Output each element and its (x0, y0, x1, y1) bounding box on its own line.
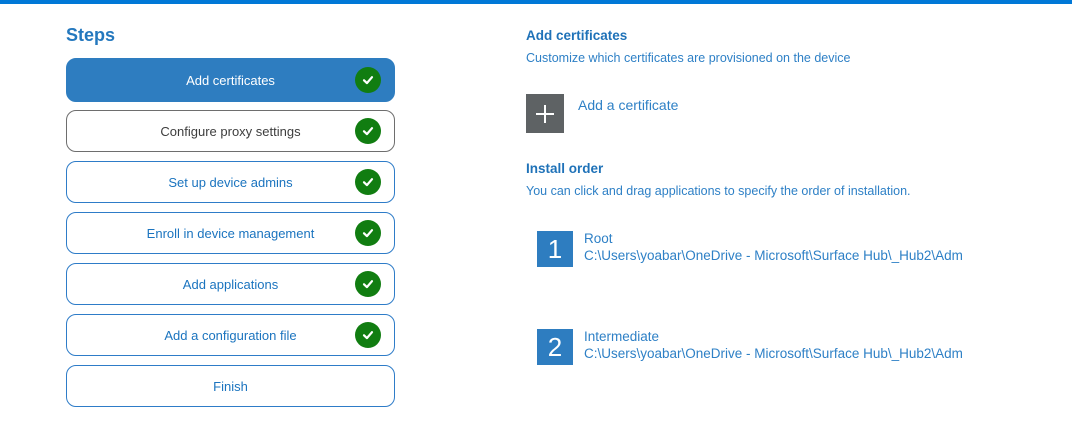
check-icon (355, 169, 381, 195)
step-label: Finish (213, 378, 248, 394)
install-order-heading: Install order (526, 161, 604, 176)
certificate-item-root[interactable]: 1 Root C:\Users\yoabar\OneDrive - Micros… (537, 231, 963, 267)
plus-icon (526, 94, 564, 133)
check-icon (355, 220, 381, 246)
step-button-add-a-configuration-file[interactable]: Add a configuration file (66, 314, 395, 356)
check-icon (355, 118, 381, 144)
certificate-path: C:\Users\yoabar\OneDrive - Microsoft\Sur… (584, 248, 963, 263)
step-button-set-up-device-admins[interactable]: Set up device admins (66, 161, 395, 203)
steps-sidebar: Steps Add certificates Configure proxy s… (66, 25, 395, 416)
certificate-name: Intermediate (584, 329, 660, 344)
step-button-add-certificates[interactable]: Add certificates (66, 58, 395, 102)
order-number-badge: 1 (537, 231, 573, 267)
step-label: Add applications (182, 276, 279, 292)
steps-heading: Steps (66, 25, 116, 45)
add-certificate-label: Add a certificate (578, 97, 679, 113)
step-label: Configure proxy settings (160, 123, 301, 139)
top-accent-bar (0, 0, 1072, 4)
step-label: Enroll in device management (146, 225, 315, 241)
order-number-badge: 2 (537, 329, 573, 365)
add-certificate-button[interactable]: Add a certificate (526, 94, 678, 133)
step-label: Add certificates (186, 72, 275, 88)
panel-subtitle: Customize which certificates are provisi… (526, 51, 851, 65)
check-icon (355, 271, 381, 297)
install-order-hint: You can click and drag applications to s… (526, 184, 911, 198)
certificate-item-intermediate[interactable]: 2 Intermediate C:\Users\yoabar\OneDrive … (537, 329, 963, 365)
certificate-path: C:\Users\yoabar\OneDrive - Microsoft\Sur… (584, 346, 963, 361)
check-icon (355, 322, 381, 348)
check-icon (355, 67, 381, 93)
step-label: Set up device admins (168, 174, 293, 190)
step-label: Add a configuration file (164, 327, 297, 343)
certificate-text: Intermediate C:\Users\yoabar\OneDrive - … (584, 328, 963, 362)
step-button-enroll-in-device-management[interactable]: Enroll in device management (66, 212, 395, 254)
step-button-finish[interactable]: Finish (66, 365, 395, 407)
certificate-name: Root (584, 231, 613, 246)
step-button-add-applications[interactable]: Add applications (66, 263, 395, 305)
step-button-configure-proxy-settings[interactable]: Configure proxy settings (66, 110, 395, 152)
panel-title: Add certificates (526, 28, 628, 43)
certificate-list: 1 Root C:\Users\yoabar\OneDrive - Micros… (526, 231, 1060, 365)
certificate-text: Root C:\Users\yoabar\OneDrive - Microsof… (584, 230, 963, 264)
add-certificates-panel: Add certificates Customize which certifi… (526, 0, 1060, 427)
